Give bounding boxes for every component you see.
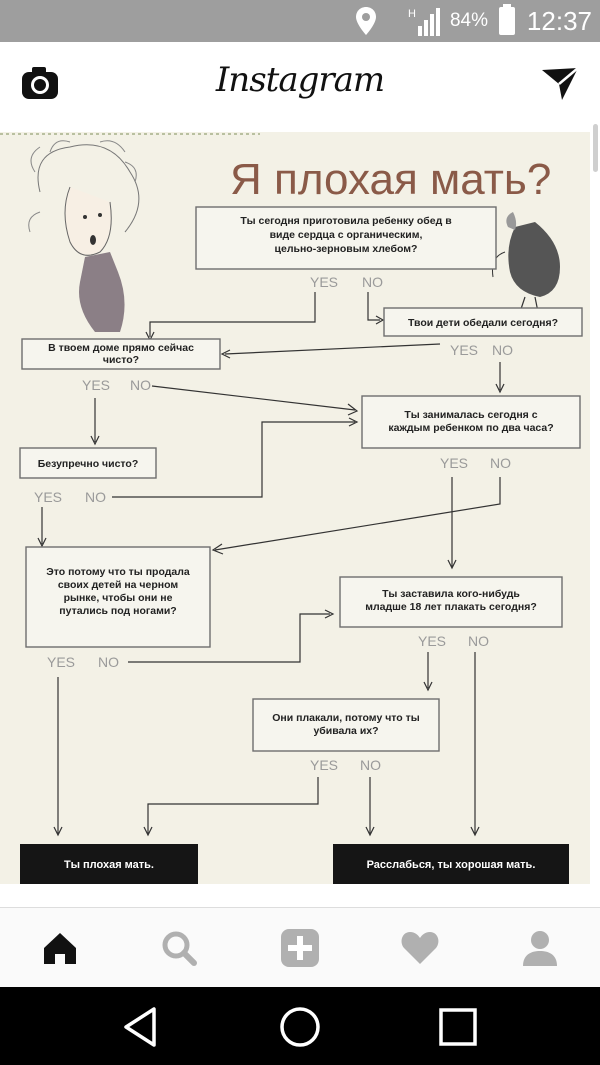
app-header: Instagram: [0, 42, 600, 125]
heart-icon[interactable]: [398, 926, 442, 970]
recents-icon[interactable]: [436, 1005, 480, 1049]
q3-line1: В твоем доме прямо сейчас: [48, 342, 194, 354]
home-icon[interactable]: [38, 926, 82, 970]
q6-no: NO: [98, 654, 119, 670]
q4-line2: каждым ребенком по два часа?: [388, 422, 553, 434]
q6-line4: путались под ногами?: [59, 605, 176, 617]
question-box-4: [361, 395, 581, 449]
result-good-label: Расслабься, ты хорошая мать.: [367, 859, 536, 871]
clock: 12:37: [526, 6, 592, 36]
q2-no: NO: [492, 342, 513, 358]
q7-line2: младше 18 лет плакать сегодня?: [365, 601, 537, 613]
question-box-3: [21, 338, 221, 370]
question-box-7: [339, 576, 563, 628]
q2-yes: YES: [450, 342, 478, 358]
q8-no: NO: [360, 757, 381, 773]
android-nav-bar: [0, 987, 600, 1065]
bottom-nav: [0, 907, 600, 988]
result-good-box: [333, 844, 569, 884]
q6-line3: рынке, чтобы они не: [64, 592, 173, 604]
camera-icon[interactable]: [20, 64, 60, 102]
instagram-logo: Instagram: [215, 60, 385, 100]
woman-illustration: [28, 140, 140, 332]
q1-line1: Ты сегодня приготовила ребенку обед в: [240, 215, 452, 227]
scrollbar[interactable]: [593, 124, 598, 172]
q1-line2: виде сердца с органическим,: [270, 229, 423, 241]
q5-line1: Безупречно чисто?: [38, 458, 139, 470]
q4-line1: Ты занималась сегодня с: [404, 409, 537, 421]
q4-yes: YES: [440, 455, 468, 471]
search-icon[interactable]: [157, 926, 201, 970]
q5-no: NO: [85, 489, 106, 505]
chart-title: Я плохая мать?: [230, 155, 551, 204]
home-circle-icon[interactable]: [278, 1005, 322, 1049]
q3-no: NO: [130, 377, 151, 393]
q8-line1: Они плакали, потому что ты: [272, 712, 420, 724]
battery-percent: 84%: [449, 10, 488, 31]
q7-no: NO: [468, 633, 489, 649]
q6-line2: своих детей на черном: [58, 579, 179, 591]
q1-no: NO: [362, 274, 383, 290]
q3-yes: YES: [82, 377, 110, 393]
q2-line1: Твои дети обедали сегодня?: [408, 317, 558, 329]
q7-line1: Ты заставила кого-нибудь: [382, 588, 520, 600]
question-box-5: [19, 447, 157, 479]
q4-no: NO: [490, 455, 511, 471]
flowchart-infographic: Я плохая мать? Ты сегодня приготовила ре…: [0, 133, 583, 884]
battery-icon: [499, 4, 515, 35]
question-box-1: [195, 206, 497, 270]
q6-line1: Это потому что ты продала: [46, 566, 190, 578]
q7-yes: YES: [418, 633, 446, 649]
question-box-6: [25, 546, 211, 648]
result-bad-box: [20, 844, 198, 884]
q1-line3: цельно-зерновым хлебом?: [275, 243, 418, 255]
q3-line2: чисто?: [103, 354, 139, 366]
q6-yes: YES: [47, 654, 75, 670]
rooster-illustration: [492, 212, 560, 313]
signal-icon: H: [408, 8, 440, 36]
q1-yes: YES: [310, 274, 338, 290]
network-type: H: [408, 8, 416, 20]
back-icon[interactable]: [120, 1005, 164, 1049]
q8-yes: YES: [310, 757, 338, 773]
post-image[interactable]: Я плохая мать? Ты сегодня приготовила ре…: [0, 132, 590, 884]
q8-line2: убивала их?: [313, 725, 378, 737]
feed[interactable]: Я плохая мать? Ты сегодня приготовила ре…: [0, 124, 600, 904]
question-box-8: [252, 698, 440, 752]
location-icon: [356, 7, 376, 35]
status-bar: H 84% 12:37: [0, 0, 600, 42]
add-icon[interactable]: [278, 926, 322, 970]
profile-icon[interactable]: [518, 926, 562, 970]
send-icon[interactable]: [540, 64, 580, 102]
result-bad-label: Ты плохая мать.: [64, 859, 154, 871]
q5-yes: YES: [34, 489, 62, 505]
question-box-2: [383, 307, 583, 337]
